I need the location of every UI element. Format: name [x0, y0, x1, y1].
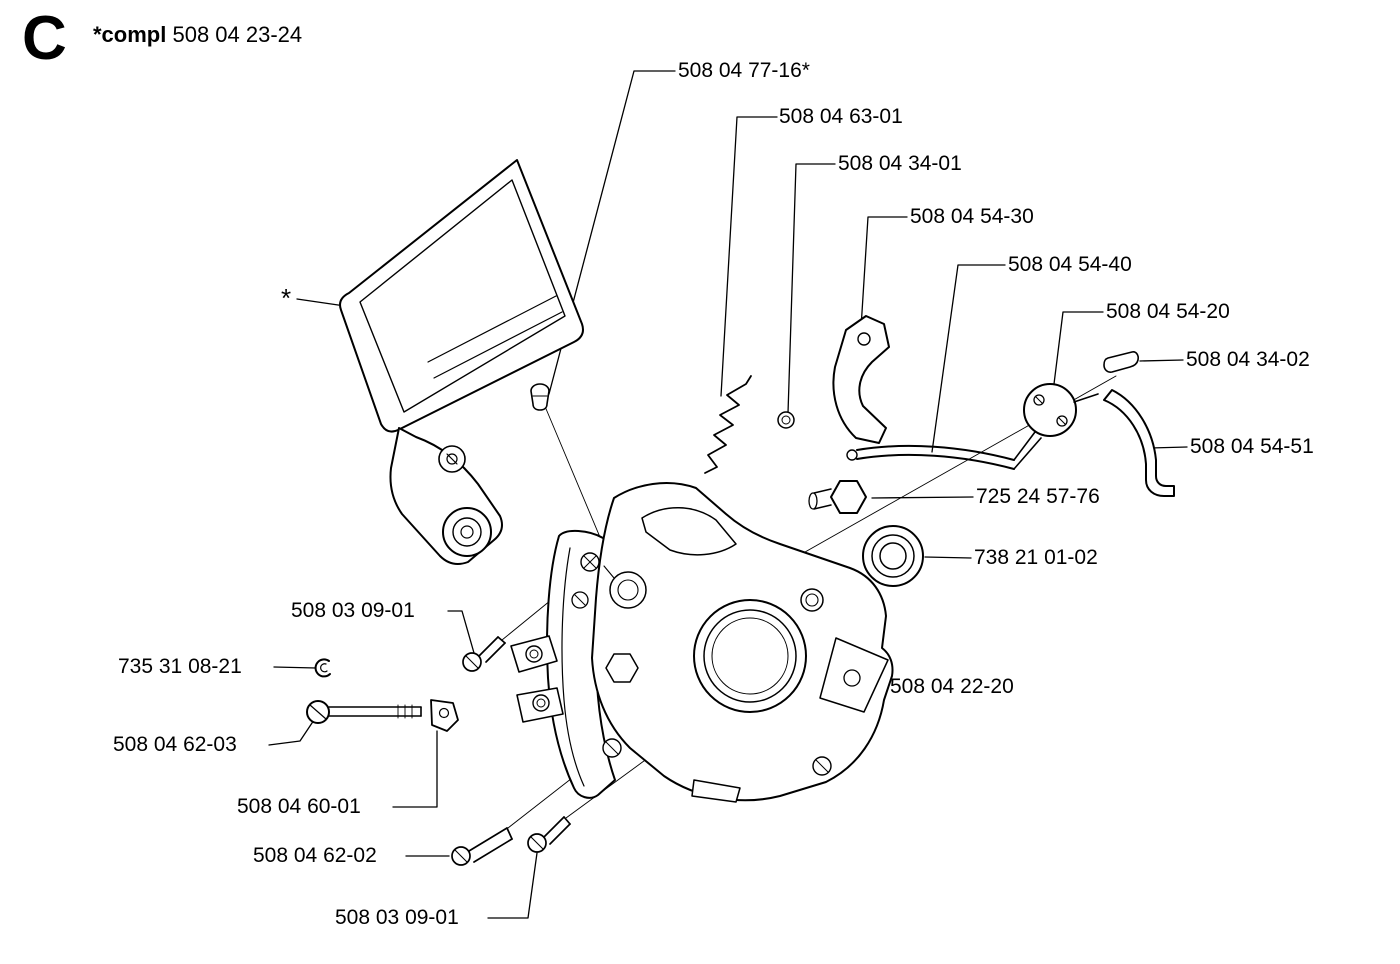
- e-clip-part: [314, 658, 331, 678]
- plunger-part: [530, 383, 550, 411]
- part-label-508-04-22-20: 508 04 22-20: [890, 675, 1014, 698]
- part-label-508-04-62-02: 508 04 62-02: [253, 844, 377, 867]
- screw-6202-part: [451, 827, 513, 866]
- screw-6203-part: [306, 700, 422, 724]
- part-label-508-04-34-01: 508 04 34-01: [838, 152, 962, 175]
- pin-part: [1103, 351, 1139, 373]
- part-label-725-24-57-76: 725 24 57-76: [976, 485, 1100, 508]
- part-label-508-04-54-40: 508 04 54-40: [1008, 253, 1132, 276]
- brake-lever-part: [832, 315, 890, 444]
- part-label-738-21-01-02: 738 21 01-02: [974, 546, 1098, 569]
- bearing-part: [862, 525, 924, 587]
- spring-part: [704, 375, 752, 474]
- sleeve-part: [777, 411, 795, 429]
- part-label-508-04-63-01: 508 04 63-01: [779, 105, 903, 128]
- part-label-508-04-54-51: 508 04 54-51: [1190, 435, 1314, 458]
- part-label-508-03-09-01-top: 508 03 09-01: [291, 599, 415, 622]
- knee-joint-part: [1023, 383, 1099, 437]
- part-label-508-03-09-01-bottom: 508 03 09-01: [335, 906, 459, 929]
- compl-note: *compl 508 04 23-24: [93, 22, 302, 48]
- compl-prefix: *compl: [93, 22, 167, 47]
- bracket-part: [430, 699, 459, 732]
- bent-rod-part: [1103, 389, 1175, 497]
- part-label-735-31-08-21: 735 31 08-21: [118, 655, 242, 678]
- screw-0309-bottom-part: [527, 816, 571, 853]
- part-label-508-04-77-16: 508 04 77-16*: [678, 59, 810, 82]
- guard-asterisk-marker: *: [281, 283, 292, 313]
- part-label-508-04-62-03: 508 04 62-03: [113, 733, 237, 756]
- hex-screw-part: [808, 480, 867, 514]
- part-label-508-04-60-01: 508 04 60-01: [237, 795, 361, 818]
- part-label-508-04-34-02: 508 04 34-02: [1186, 348, 1310, 371]
- brake-band-part: [846, 431, 1042, 470]
- part-label-508-04-54-20: 508 04 54-20: [1106, 300, 1230, 323]
- crankcase-part: [571, 482, 894, 803]
- part-label-508-04-54-30: 508 04 54-30: [910, 205, 1034, 228]
- screw-0309-top-part: [462, 636, 506, 672]
- section-letter: C: [22, 4, 67, 73]
- compl-number: 508 04 23-24: [172, 22, 303, 47]
- hand-guard-part: [339, 159, 584, 565]
